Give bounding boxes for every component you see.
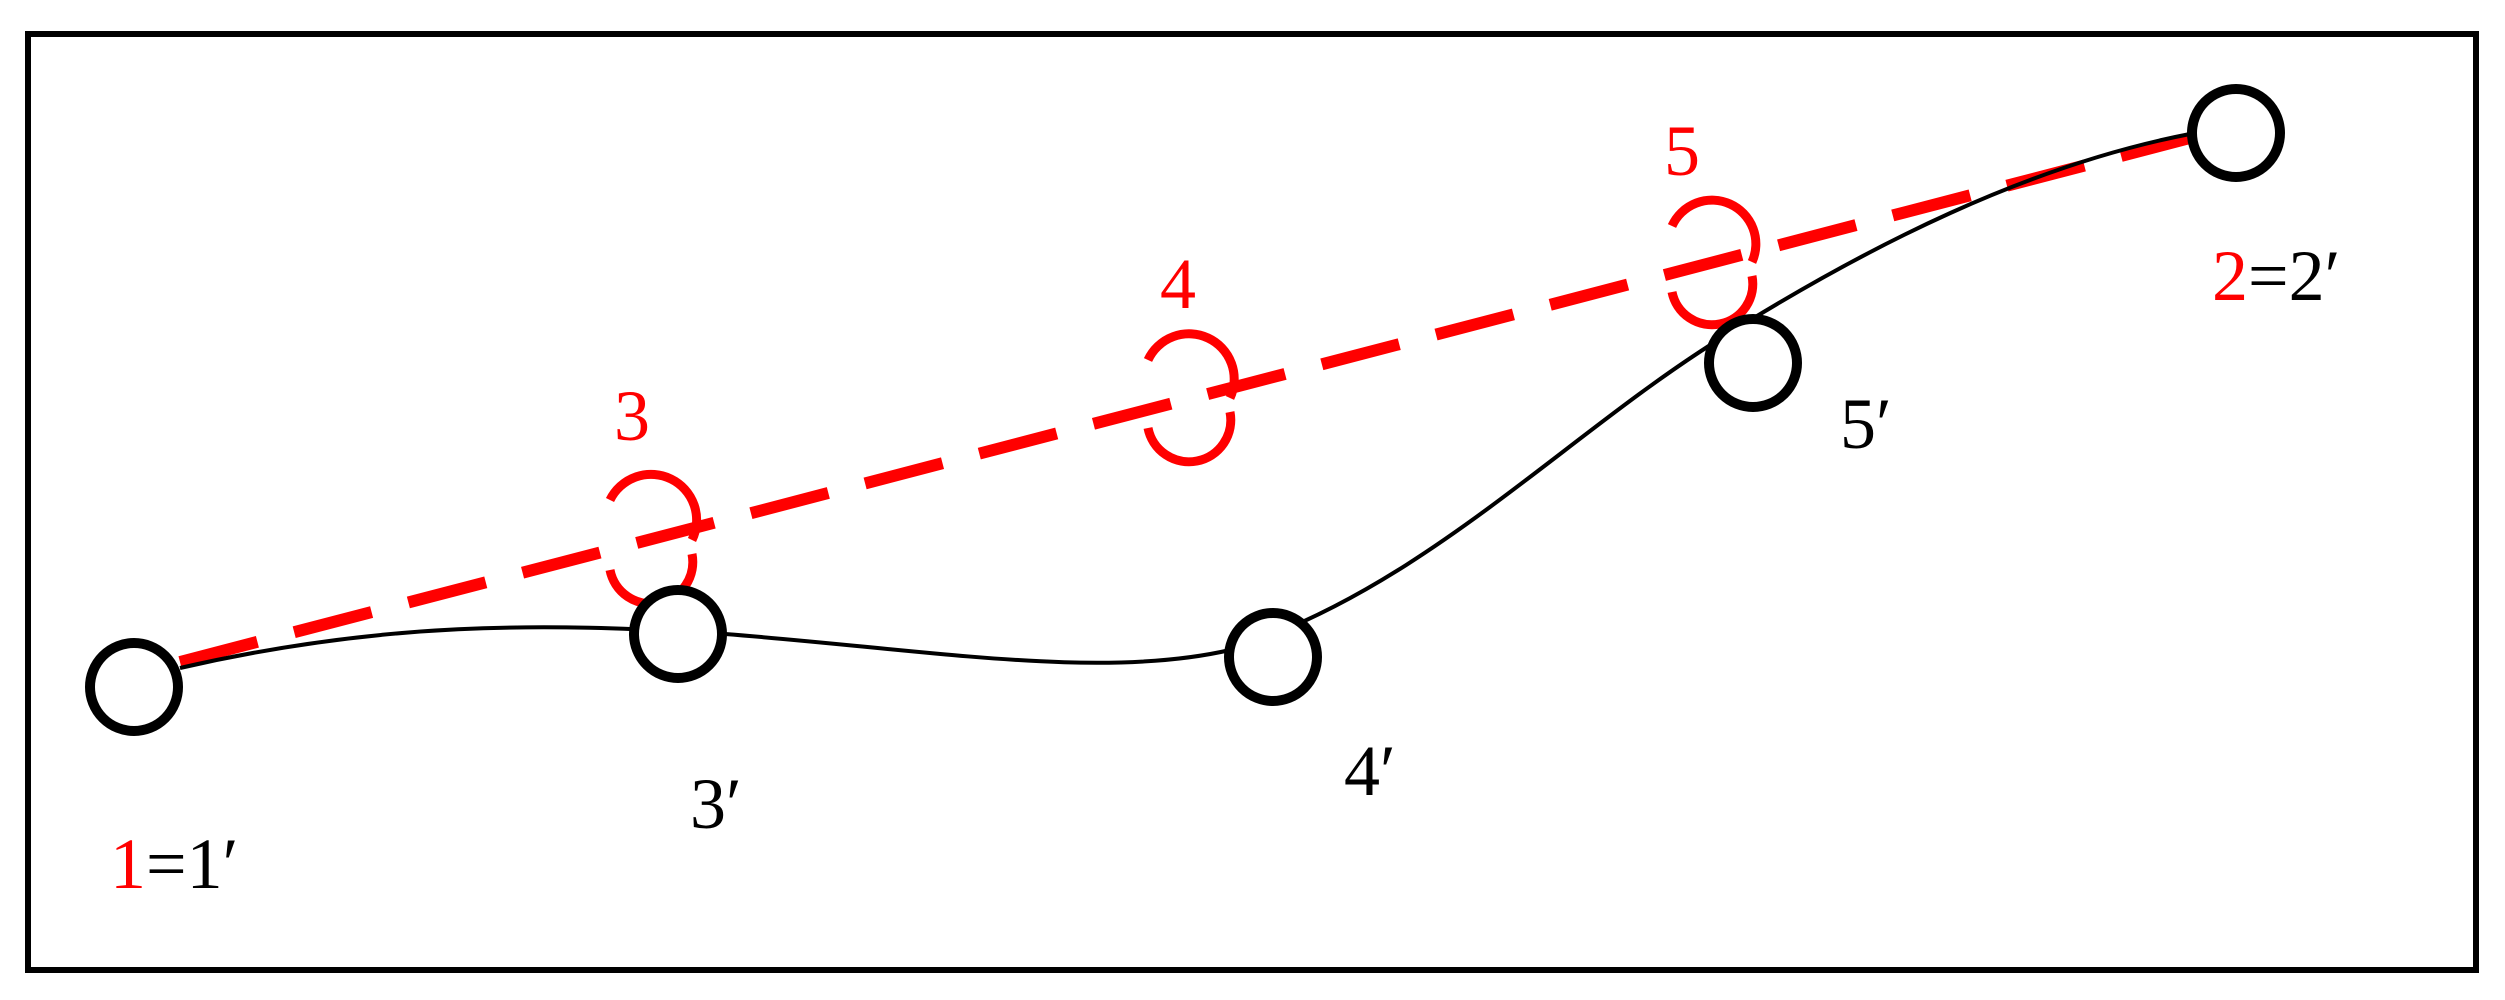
node-1-final-equality: =1′ xyxy=(146,824,238,904)
node-1-circle xyxy=(85,638,183,736)
initial-node-5-label: 5 xyxy=(1664,111,1700,191)
node-2-final-equality: =2′ xyxy=(2248,236,2340,316)
diagram-frame xyxy=(25,31,2479,973)
node-1-label: 1=1′ xyxy=(110,824,238,904)
final-node-5-label: 5′ xyxy=(1840,384,1892,464)
node-4-final-circle xyxy=(1224,608,1322,706)
node-2-label: 2=2′ xyxy=(2212,236,2340,316)
initial-node-5-symbol xyxy=(1667,195,1761,330)
initial-node-3-label: 3 xyxy=(614,376,650,456)
initial-node-4-symbol xyxy=(1143,329,1239,467)
node-3-final-circle xyxy=(629,585,727,683)
initial-node-4-label: 4 xyxy=(1160,244,1196,324)
final-node-4-label: 4′ xyxy=(1344,731,1396,811)
node-1-initial-index: 1 xyxy=(110,824,146,904)
initial-configuration-line xyxy=(178,132,2192,668)
node-2-circle xyxy=(2187,84,2285,182)
node-5-final-circle xyxy=(1704,314,1802,412)
final-node-3-label: 3′ xyxy=(690,764,742,844)
node-2-initial-index: 2 xyxy=(2212,236,2248,316)
